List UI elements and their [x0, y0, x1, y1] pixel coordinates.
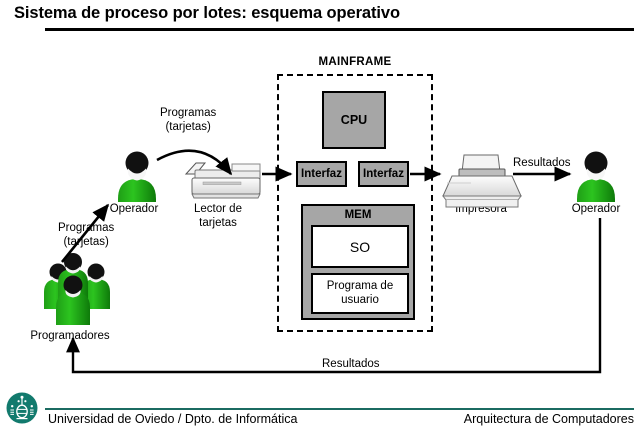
mainframe-label: MAINFRAME	[318, 56, 392, 68]
operator-right-icon	[577, 151, 615, 202]
flow-label-programmers-to-operator: Programas (tarjetas)	[58, 222, 114, 250]
user-program-line1: Programa de	[326, 280, 394, 293]
user-program-block: Programa de usuario	[311, 273, 409, 314]
flow-label-line2: (tarjetas)	[165, 120, 211, 133]
memory-label: MEM	[344, 209, 372, 221]
caption-line2: tarjetas	[199, 216, 237, 229]
cpu-block: CPU	[322, 91, 386, 149]
caption-printer: Impresora	[455, 203, 507, 215]
card-reader-icon	[184, 162, 261, 199]
footer-divider	[45, 408, 634, 410]
flow-label-line1: Programas	[160, 107, 217, 119]
user-program-text: Programa de usuario	[327, 280, 393, 306]
caption-operator-left: Operador	[109, 203, 159, 215]
caption-operator-right: Operador	[571, 203, 621, 215]
title-divider	[45, 28, 634, 31]
arrow-operator-to-reader	[156, 149, 233, 176]
university-seal-icon	[6, 392, 38, 424]
flow-label-operator-to-programmers: Resultados	[322, 358, 380, 370]
flow-label-line2: (tarjetas)	[63, 235, 109, 248]
printer-icon	[442, 154, 522, 208]
programmers-group-icon	[44, 253, 110, 325]
operating-system-block: SO	[311, 225, 409, 268]
memory-block: MEM SO Programa de usuario	[301, 204, 415, 320]
caption-programmers: Programadores	[30, 330, 110, 342]
caption-line1: Lector de	[194, 203, 242, 215]
interface-output-block: Interfaz	[358, 161, 409, 187]
interface-input-block: Interfaz	[296, 161, 347, 187]
page-title: Sistema de proceso por lotes: esquema op…	[14, 4, 400, 22]
flow-label-operator-to-reader: Programas (tarjetas)	[160, 107, 216, 135]
flow-label-line1: Programas	[58, 222, 115, 234]
flow-label-printer-to-operator: Resultados	[513, 157, 571, 169]
footer-left-text: Universidad de Oviedo / Dpto. de Informá…	[48, 412, 298, 426]
footer-right-text: Arquitectura de Computadores	[463, 412, 634, 426]
caption-card-reader: Lector de tarjetas	[181, 203, 255, 231]
user-program-line2: usuario	[341, 293, 379, 306]
operator-left-icon	[118, 151, 156, 202]
